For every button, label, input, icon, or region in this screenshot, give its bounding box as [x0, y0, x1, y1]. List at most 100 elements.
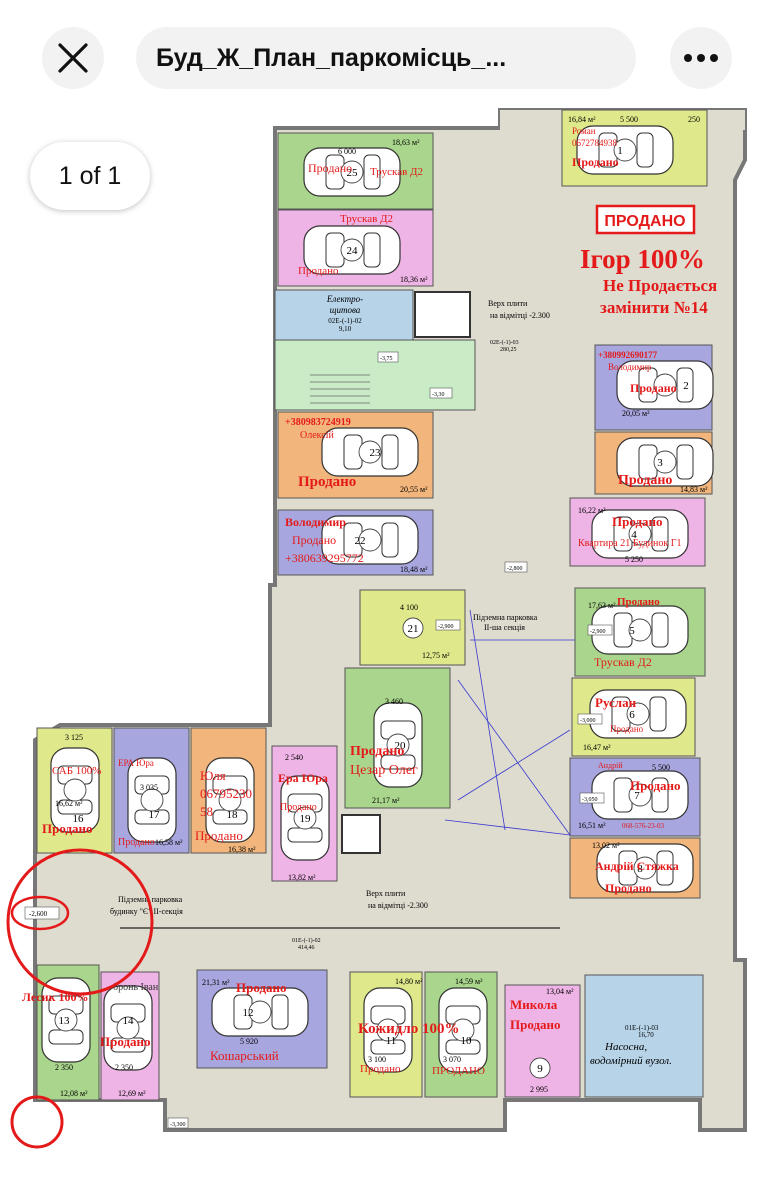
spot-phone: +380639295772	[285, 551, 364, 565]
spot-area: 16,38 м²	[228, 845, 256, 854]
svg-text:ПРОДАНО: ПРОДАНО	[604, 213, 685, 230]
svg-text:-3,300: -3,300	[170, 1122, 186, 1128]
spot-number: 8	[637, 863, 643, 875]
spot-12[interactable]: 12 21,31 м² Продано 5 920 Кошарський	[196, 969, 328, 1069]
svg-text:водомірний вузол.: водомірний вузол.	[590, 1055, 672, 1067]
svg-text:01Е-(-1)-02: 01Е-(-1)-02	[292, 937, 321, 944]
svg-text:3 070: 3 070	[443, 1055, 461, 1064]
spot-number: 24	[347, 245, 359, 257]
spot-22[interactable]: 22 Володимир Продано +380639295772 18,48…	[277, 509, 434, 576]
spot-19[interactable]: 19 2 540 Ера Юра Продано 13,82 м²	[271, 745, 338, 882]
spot-area: 17,63 м²	[588, 601, 616, 610]
spot-status: Продано	[618, 473, 672, 488]
svg-text:Насосна,: Насосна,	[604, 1041, 647, 1053]
spot-owner: Трускав Д2	[594, 655, 652, 669]
spot-number: 5	[629, 625, 635, 637]
spot-21[interactable]: 4 100 21 12,75 м² -2,900	[359, 589, 466, 666]
spot-area: 13,04 м²	[546, 987, 574, 996]
spot-area: 16,51 м²	[578, 821, 606, 830]
svg-text:Електро-: Електро-	[326, 294, 363, 304]
section-label: Підземна парковка	[473, 613, 538, 622]
spot-status: Продано	[236, 980, 287, 995]
svg-text:16,70: 16,70	[638, 1031, 654, 1039]
sold-stamp: ПРОДАНО	[595, 204, 696, 235]
spot-phone: 06795230	[200, 786, 252, 801]
spot-17[interactable]: 17 ЕРА Юра 3 035 Продано 16,58 м²	[113, 727, 190, 854]
spot-number: 2	[683, 380, 689, 392]
spot-owner: Руслан	[595, 695, 637, 710]
svg-text:3 035: 3 035	[140, 783, 158, 792]
spot-10[interactable]: 10 14,59 м² 3 070 ПРОДАНО	[424, 971, 498, 1098]
spot-8[interactable]: 8 13,02 м² Андрій Стяжка Продано	[569, 837, 701, 899]
spot-status: Продано	[610, 724, 644, 734]
svg-text:3 125: 3 125	[65, 733, 83, 742]
red-circle-annotation	[10, 1095, 64, 1149]
spot-owner: ЕРА Юра	[118, 758, 154, 768]
spot-status: Продано	[100, 1034, 151, 1049]
spot-status: Продано	[350, 744, 404, 759]
spot-number: 4	[631, 529, 637, 541]
svg-text:-3,000: -3,000	[580, 718, 596, 724]
spot-area: 16,22 м²	[578, 506, 606, 515]
spot-2[interactable]: 2 +380992690177 Володимир Продано 20,05 …	[594, 344, 714, 431]
spot-phone: +380992690177	[598, 350, 658, 360]
spot-number: 18	[227, 809, 239, 821]
spot-14[interactable]: 14 бронь Іван Продано 2 350 12,69 м²	[100, 971, 160, 1101]
spot-area: 12,69 м²	[118, 1089, 146, 1098]
svg-text:Верх плити: Верх плити	[366, 889, 406, 898]
electrical-room: Електро- щитова 02Е-(-1)-02 9,10 -3,75 -…	[274, 289, 476, 411]
car-icon	[103, 985, 153, 1071]
svg-text:9,10: 9,10	[339, 325, 352, 333]
spot-number: 20	[395, 740, 407, 752]
svg-text:02Е-(-1)-02: 02Е-(-1)-02	[328, 317, 362, 325]
page-counter: 1 of 1	[30, 142, 150, 210]
svg-text:58: 58	[200, 804, 213, 819]
spot-status: Продано	[195, 828, 243, 843]
spot-5[interactable]: 5 17,63 м² Продано Трускав Д2 -2,900	[574, 587, 706, 677]
spot-status: Продано	[360, 1063, 401, 1075]
spot-7[interactable]: 7 Андрій 5 500 Продано 16,51 м² 068-576-…	[569, 757, 701, 837]
spot-area: 14,80 м²	[395, 977, 423, 986]
spot-owner: Трускав Д2	[370, 166, 423, 178]
spot-number: 14	[123, 1015, 135, 1027]
spot-3[interactable]: 3 Продано 14,83 м²	[594, 431, 714, 495]
spot-area: 12,75 м²	[422, 651, 450, 660]
svg-text:414,46: 414,46	[298, 945, 315, 951]
close-button[interactable]	[42, 27, 104, 89]
svg-text:-2,900: -2,900	[438, 624, 454, 630]
more-button[interactable]	[670, 27, 732, 89]
spot-18[interactable]: 18 Юля 06795230 58 Продано 16,38 м²	[190, 727, 267, 854]
spot-24[interactable]: 24 Трускав Д2 Продано 18,36 м²	[277, 209, 434, 287]
spot-9[interactable]: 9 13,04 м² Микола Продано 2 995	[504, 984, 581, 1098]
spot-16[interactable]: 16 3 125 САБ 100% 16,62 м² Продано	[36, 727, 113, 854]
svg-text:2 350: 2 350	[55, 1063, 73, 1072]
spot-25[interactable]: 25 18,63 м² 6 000 Продано Трускав Д2	[277, 132, 434, 210]
spot-number: 23	[370, 447, 382, 459]
spot-phone: 068-576-23-03	[622, 822, 664, 830]
spot-area: 20,55 м²	[400, 485, 428, 494]
svg-text:-2,800: -2,800	[507, 566, 523, 572]
spot-23[interactable]: 23 +380983724919 Олексій Продано 20,55 м…	[277, 411, 434, 499]
spot-number: 10	[461, 1035, 473, 1047]
spot-status: Продано	[42, 821, 93, 836]
spot-20[interactable]: 20 3 460 Продано Цезар Олег 21,17 м²	[344, 667, 451, 809]
svg-text:2 995: 2 995	[530, 1085, 548, 1094]
svg-text:280,25: 280,25	[500, 347, 517, 353]
spot-1[interactable]: 1 16,84 м² 5 500 250 Роман 0672784938 Пр…	[561, 109, 708, 187]
spot-number: 6	[629, 709, 635, 721]
svg-text:02Е-(-1)-03: 02Е-(-1)-03	[490, 339, 519, 346]
spot-area: 18,63 м²	[392, 138, 420, 147]
spot-area: 20,05 м²	[622, 409, 650, 418]
spot-owner: Андрій Стяжка	[595, 859, 679, 873]
more-icon	[684, 54, 718, 62]
spot-status: Продано	[298, 474, 356, 490]
spot-owner: Олексій	[300, 430, 334, 441]
spot-11[interactable]: 11 14,80 м² 3 100 Продано	[349, 971, 423, 1098]
owner-note: Ігор 100%	[580, 244, 705, 274]
spot-4[interactable]: 4 16,22 м² Продано Квартира 21 Будинок Г…	[569, 497, 706, 567]
spot-phone: 0672784938	[572, 138, 618, 148]
section-label: будинку "Є" ІІ-секція	[110, 907, 183, 916]
spot-6[interactable]: 6 Руслан Продано 16,47 м² -3,000	[571, 677, 696, 757]
spot-note: Квартира 21 Будинок Г1	[578, 538, 682, 549]
spot-number: 7	[634, 790, 640, 802]
